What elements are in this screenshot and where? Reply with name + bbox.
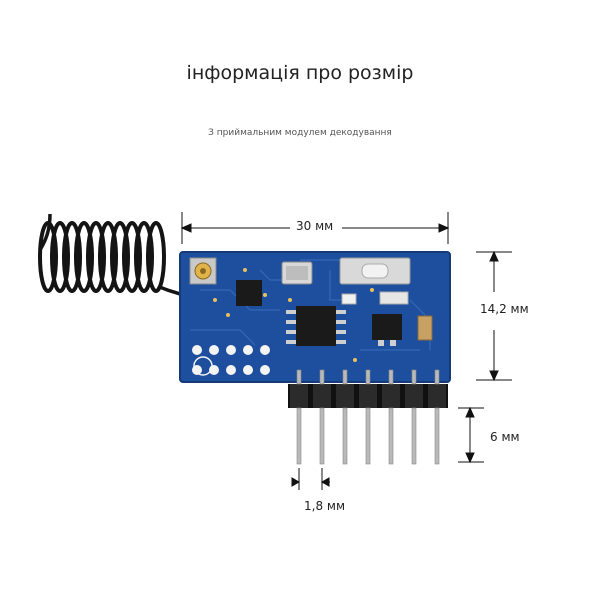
- width-dimension-label: 30 мм: [296, 219, 334, 233]
- pin-length-dimension-label: 6 мм: [490, 430, 520, 444]
- page-subtitle: З приймальним модулем декодування: [208, 128, 392, 138]
- dimension-lines: [180, 212, 512, 490]
- pin-pitch-dimension-label: 1,8 мм: [304, 499, 346, 513]
- height-dimension-label: 14,2 мм: [480, 302, 529, 316]
- pcb-board: [179, 251, 451, 383]
- page-title: інформація про розмір: [186, 62, 414, 84]
- pin-header: [288, 369, 448, 465]
- antenna-icon: [38, 213, 187, 298]
